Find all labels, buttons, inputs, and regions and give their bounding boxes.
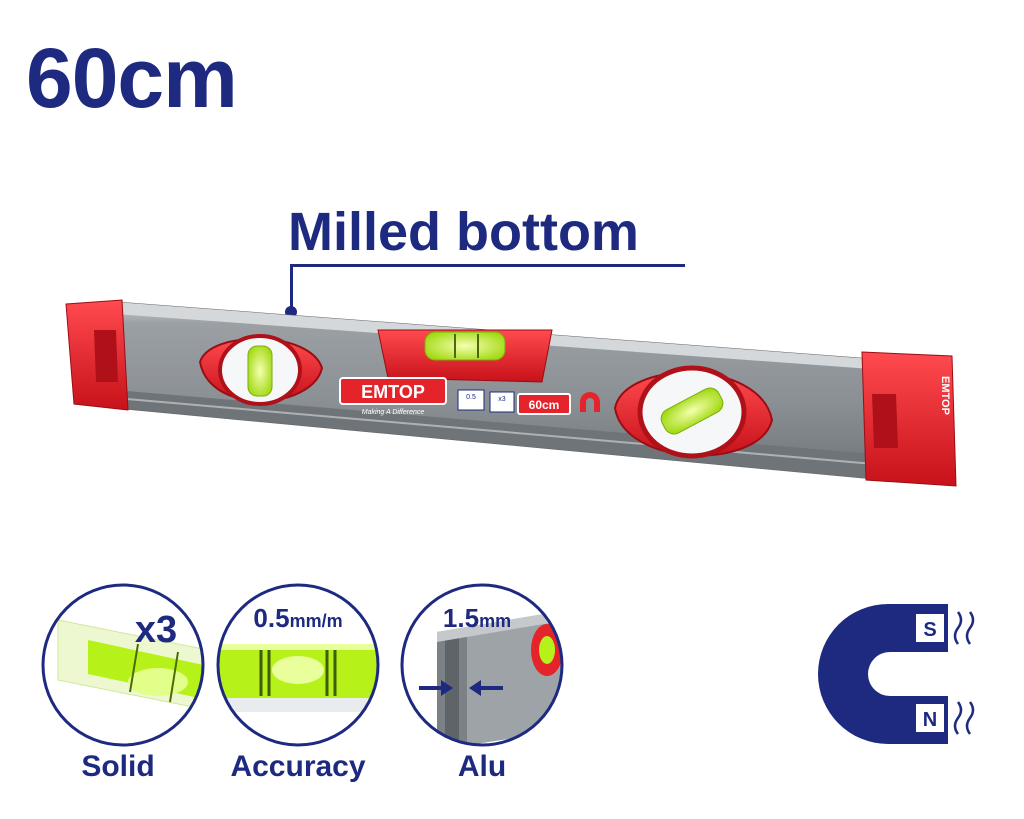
feature-alu: 1.5mm (397, 580, 567, 750)
spec-badges: 0.5 x3 60cm (457, 389, 600, 415)
brand-logo: EMTOP Making A Difference (339, 377, 447, 416)
callout-pointer (290, 264, 293, 310)
top-vial-housing (377, 329, 553, 383)
feature-solid: x3 (38, 580, 208, 750)
magnet-north: N (923, 709, 937, 731)
callout-label: Milled bottom (288, 202, 639, 262)
magnet-badge-icon (580, 392, 600, 412)
aluminium-profile-icon: 1.5mm (400, 583, 564, 747)
spirit-level-image: EMTOP EMTOP Making A Difference 0.5 x3 6… (65, 299, 957, 487)
accuracy-value: 0.5 (253, 603, 289, 633)
bubble-vial-icon: 0.5mm/m (216, 583, 380, 747)
left-end-cap (65, 299, 129, 411)
vial-icon: x3 (41, 583, 205, 747)
magnet-south: S (923, 619, 936, 641)
right-vial-window (613, 365, 774, 459)
right-end-cap: EMTOP (861, 351, 957, 487)
svg-text:0.5mm/m: 0.5mm/m (253, 603, 342, 633)
accuracy-badge: 0.5 (466, 394, 476, 401)
left-vial-window (198, 334, 324, 406)
end-cap-brand: EMTOP (939, 376, 951, 415)
callout-underline (290, 264, 685, 267)
brand-tagline: Making A Difference (362, 409, 425, 416)
feature-alu-label: Alu (457, 750, 507, 783)
solid-overlay: x3 (135, 609, 177, 651)
size-badge: 60cm (529, 398, 560, 412)
feature-accuracy: 0.5mm/m (213, 580, 383, 750)
magnetic-field-icon (953, 611, 975, 735)
magnet-icon: S N (818, 604, 975, 744)
alu-value: 1.5 (443, 603, 479, 633)
product-title: 60cm (26, 31, 238, 125)
brand-name: EMTOP (361, 382, 425, 402)
feature-accuracy-label: Accuracy (230, 750, 366, 783)
feature-solid-label: Solid (81, 750, 155, 783)
alu-unit: mm (479, 611, 511, 631)
accuracy-unit: mm/m (290, 611, 343, 631)
svg-text:1.5mm: 1.5mm (443, 603, 511, 633)
vial-badge: x3 (498, 396, 506, 403)
